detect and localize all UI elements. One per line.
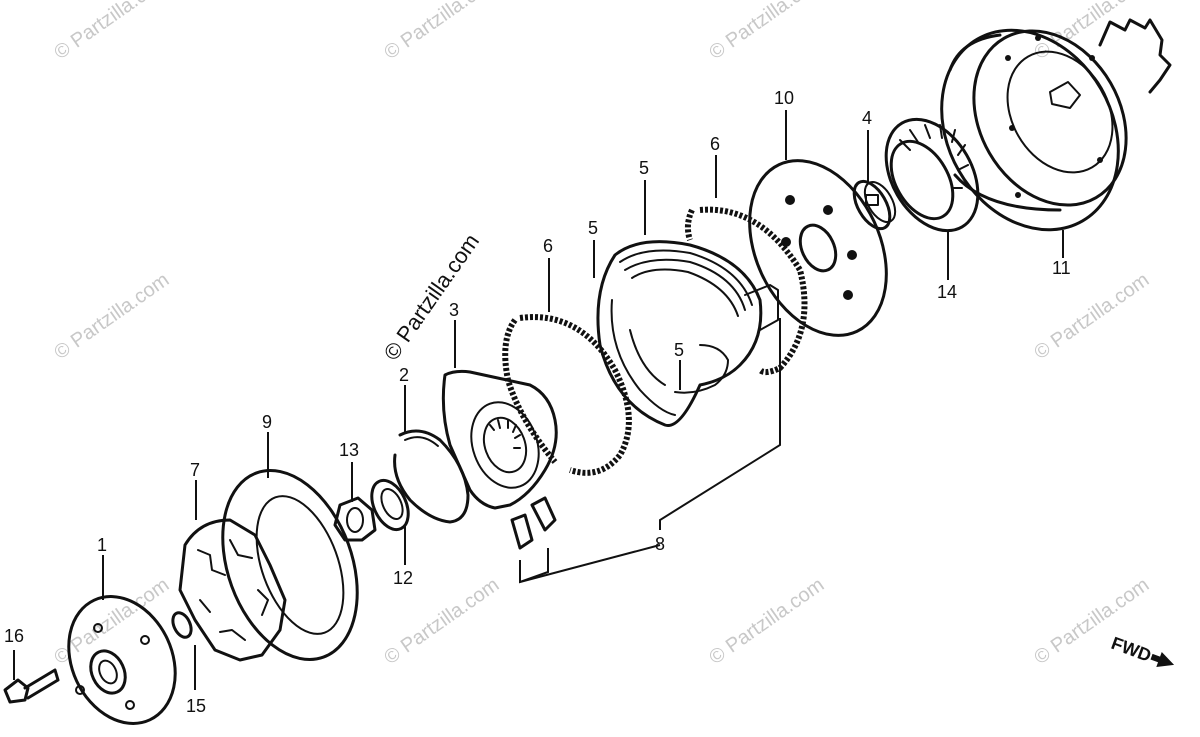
fwd-label: FWD (1109, 633, 1154, 666)
label-part-5-top: 5 (639, 158, 649, 178)
part-4-bushing (852, 179, 897, 231)
watermark: © Partzilla.com (380, 574, 503, 669)
part-1-hub-flange (67, 595, 177, 725)
part-16-bolt (3, 668, 60, 704)
part-3-backing-plate (441, 369, 558, 510)
watermark: © Partzilla.com (705, 574, 828, 669)
label-part-6-right: 6 (710, 134, 720, 154)
arrow-right-icon (1150, 651, 1175, 667)
label-part-1: 1 (97, 535, 107, 555)
watermark: © Partzilla.com (50, 0, 173, 64)
part-13-nut (333, 496, 377, 542)
label-part-6-left: 6 (543, 236, 553, 256)
part-9-clutch-disc (221, 469, 359, 661)
label-part-11: 11 (1052, 258, 1071, 278)
part-2-snap-ring (393, 429, 470, 524)
part-15-o-ring (171, 611, 193, 639)
label-part-13: 13 (339, 440, 359, 460)
watermark-center: © Partzilla.com (379, 229, 485, 365)
label-part-15: 15 (186, 696, 206, 716)
part-7-cam-plate (178, 518, 287, 662)
part-6-spring-left (502, 314, 632, 476)
label-part-9: 9 (262, 412, 272, 432)
watermark: © Partzilla.com (1030, 269, 1153, 364)
part-8-pads (510, 496, 557, 550)
label-part-4: 4 (862, 108, 872, 128)
watermark: © Partzilla.com (705, 0, 828, 64)
label-part-14: 14 (937, 282, 957, 302)
watermark: © Partzilla.com (380, 0, 503, 64)
part-6-spring-right (684, 206, 808, 376)
label-part-16: 16 (4, 626, 24, 646)
label-part-5-mid: 5 (588, 218, 598, 238)
label-part-8: 8 (655, 534, 665, 554)
part-12-washer (370, 478, 410, 532)
part-10-drive-plate (748, 159, 888, 337)
watermark: © Partzilla.com (50, 269, 173, 364)
label-part-7: 7 (190, 460, 200, 480)
label-part-10: 10 (774, 88, 794, 108)
leader-lines (13, 110, 1064, 690)
label-part-2: 2 (399, 365, 409, 385)
label-part-3: 3 (449, 300, 459, 320)
label-part-5-low: 5 (674, 340, 684, 360)
part-14-bearing (884, 117, 980, 233)
part-11-outer-housing (940, 18, 1172, 232)
part-5-clutch-shoes (596, 240, 779, 427)
part-labels: 11 14 4 10 6 5 5 5 6 3 2 9 13 12 7 8 1 1… (4, 88, 1071, 716)
fwd-indicator: FWD (1109, 633, 1175, 667)
label-part-12: 12 (393, 568, 413, 588)
watermarks: © Partzilla.com © Partzilla.com © Partzi… (50, 0, 1153, 669)
